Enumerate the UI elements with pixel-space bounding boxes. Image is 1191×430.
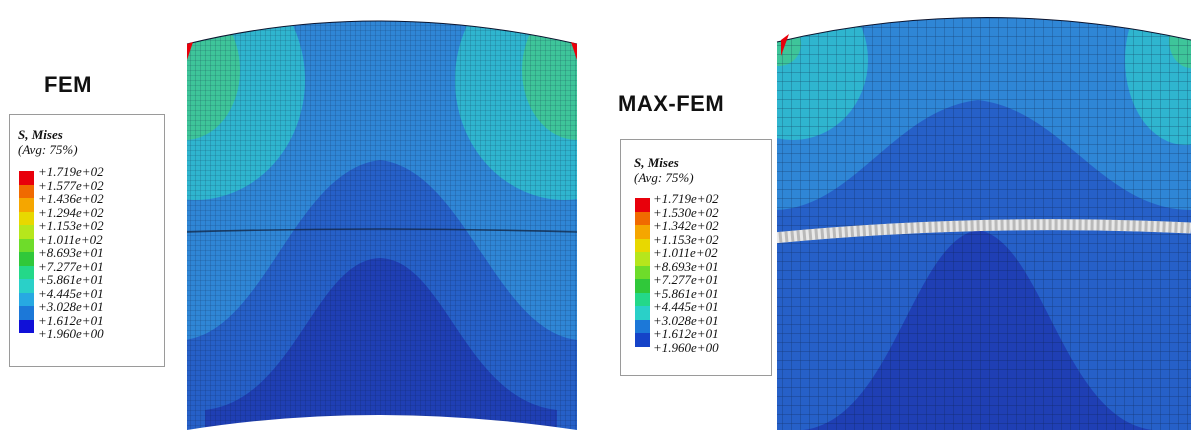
legend-avg: (Avg: 75%): [634, 170, 694, 185]
fem-label: FEM: [44, 72, 92, 97]
fem-legend: S, Mises (Avg: 75%) +1.719e+02 +1.577e+0…: [9, 114, 165, 367]
legend-title: S, Mises: [18, 127, 63, 142]
fem-contour-plot: [186, 20, 578, 430]
legend-values: +1.719e+02 +1.530e+02 +1.342e+02 +1.153e…: [653, 191, 719, 355]
legend-color-bar: [19, 171, 34, 333]
legend-avg: (Avg: 75%): [18, 142, 78, 157]
max-fem-contour-plot: [776, 17, 1191, 430]
legend-color-bar: [635, 198, 650, 347]
legend-title: S, Mises: [634, 155, 679, 170]
max-fem-legend: S, Mises (Avg: 75%) +1.719e+02 +1.530e+0…: [620, 139, 772, 376]
max-fem-label: MAX-FEM: [618, 91, 725, 116]
legend-values: +1.719e+02 +1.577e+02 +1.436e+02 +1.294e…: [38, 164, 104, 341]
